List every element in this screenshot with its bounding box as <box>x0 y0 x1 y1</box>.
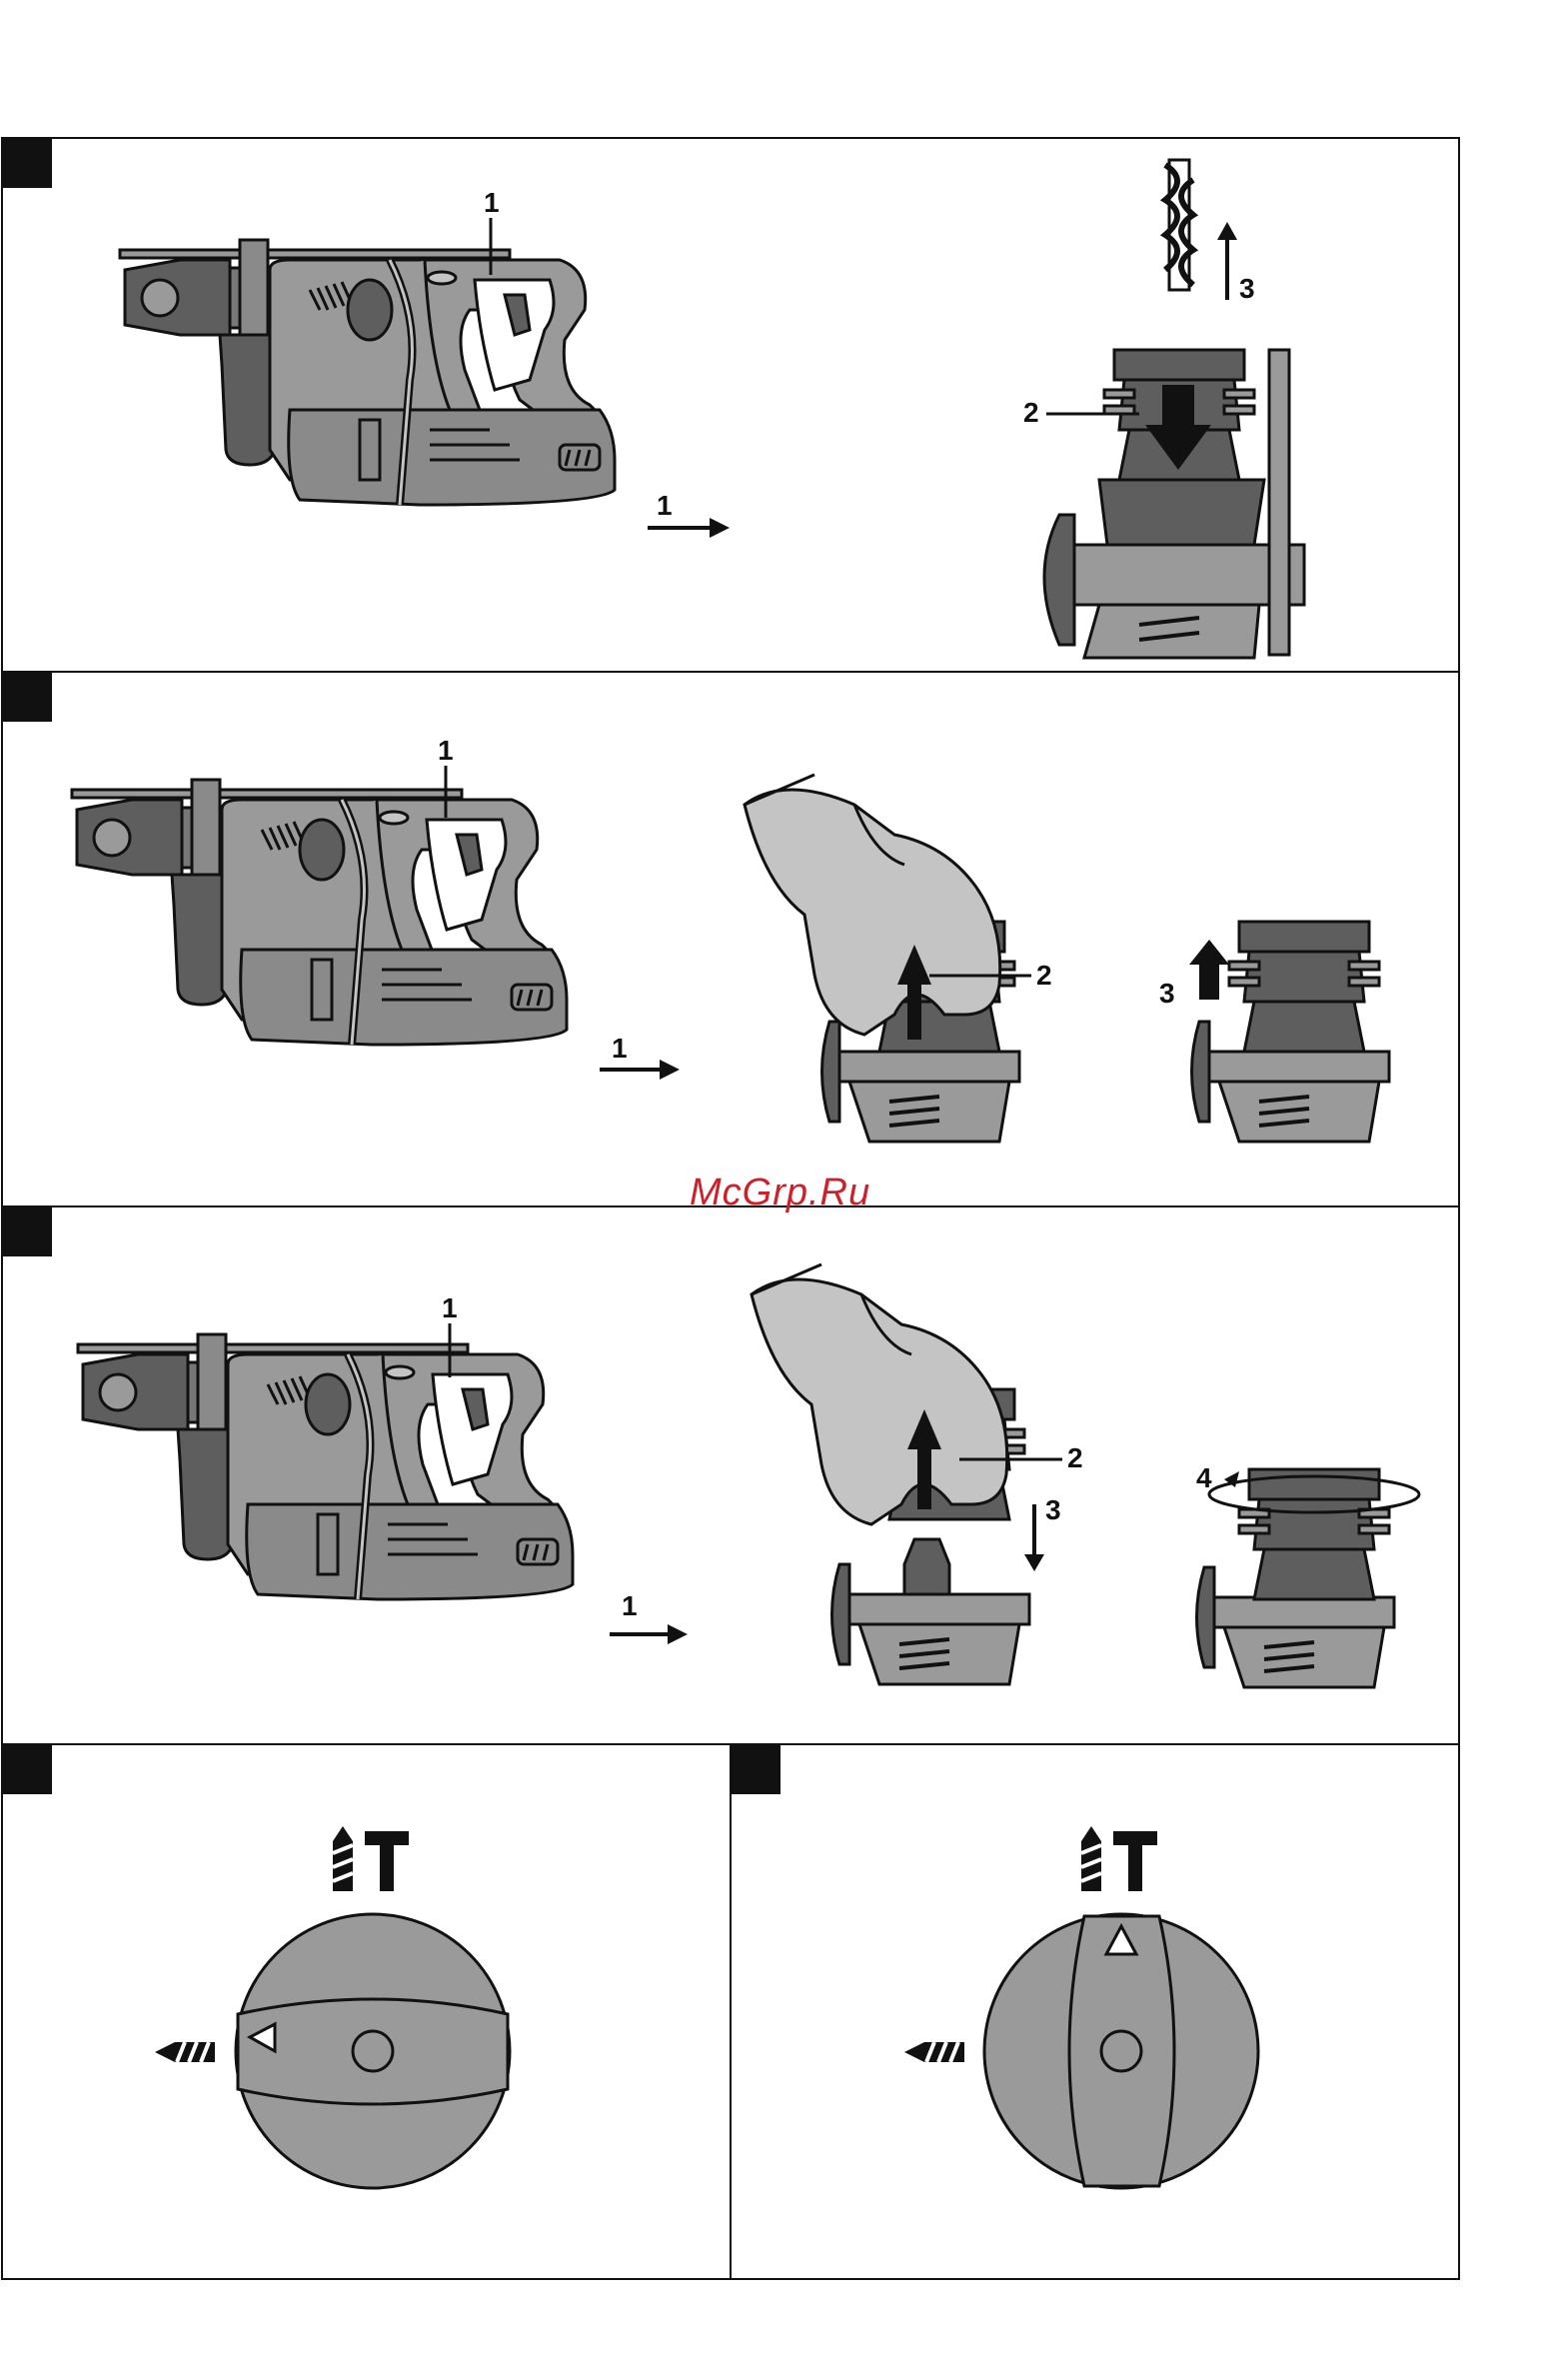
arrow-right-icon <box>610 1624 688 1644</box>
arrow-right-icon <box>648 518 730 538</box>
panel-2-callout-lift: 3 <box>1159 978 1175 1009</box>
panel-1-callout-bit: 3 <box>1239 273 1255 304</box>
panel-2-callout-lock: 1 <box>438 735 454 766</box>
arrow-down-icon <box>1024 1504 1044 1571</box>
panel-3-callout-sleeve: 2 <box>1067 1442 1083 1473</box>
panel-2-drill-illustration <box>72 780 567 1045</box>
panel-2-callout-battery: 1 <box>612 1033 628 1064</box>
panel-1-callout-sleeve: 2 <box>1023 397 1039 428</box>
panel-3-chuck-rotated <box>1197 1469 1420 1687</box>
watermark: McGrp.Ru <box>690 1172 929 1214</box>
panel-3-callout-lock: 1 <box>442 1292 458 1323</box>
panel-4-selector-dial <box>155 1826 510 2188</box>
panel-1-callout-lock: 1 <box>484 187 500 218</box>
arrow-up-icon <box>1217 222 1237 300</box>
panel-2-hand-chuck <box>745 775 1019 1142</box>
panel-2-callout-sleeve: 2 <box>1036 960 1052 991</box>
panel-4-tab <box>2 1744 52 1794</box>
panel-2-tab <box>2 672 52 722</box>
panel-1-drill-illustration <box>120 240 615 505</box>
panel-1-chuck-closeup <box>1044 160 1304 658</box>
panel-3-hand-chuck <box>752 1264 1029 1684</box>
panel-3-tab <box>2 1206 52 1256</box>
panel-3-drill-illustration <box>78 1334 573 1599</box>
panel-3-callout-down: 3 <box>1045 1494 1061 1525</box>
panel-5-tab <box>731 1744 781 1794</box>
panel-1-callout-battery: 1 <box>657 490 673 521</box>
panel-3-callout-battery: 1 <box>622 1590 638 1621</box>
panel-2-chuck-removed <box>1189 922 1389 1142</box>
panel-5-selector-dial <box>904 1826 1258 2188</box>
panel-3-callout-rotate: 4 <box>1196 1462 1212 1493</box>
panel-1-tab <box>2 138 52 188</box>
